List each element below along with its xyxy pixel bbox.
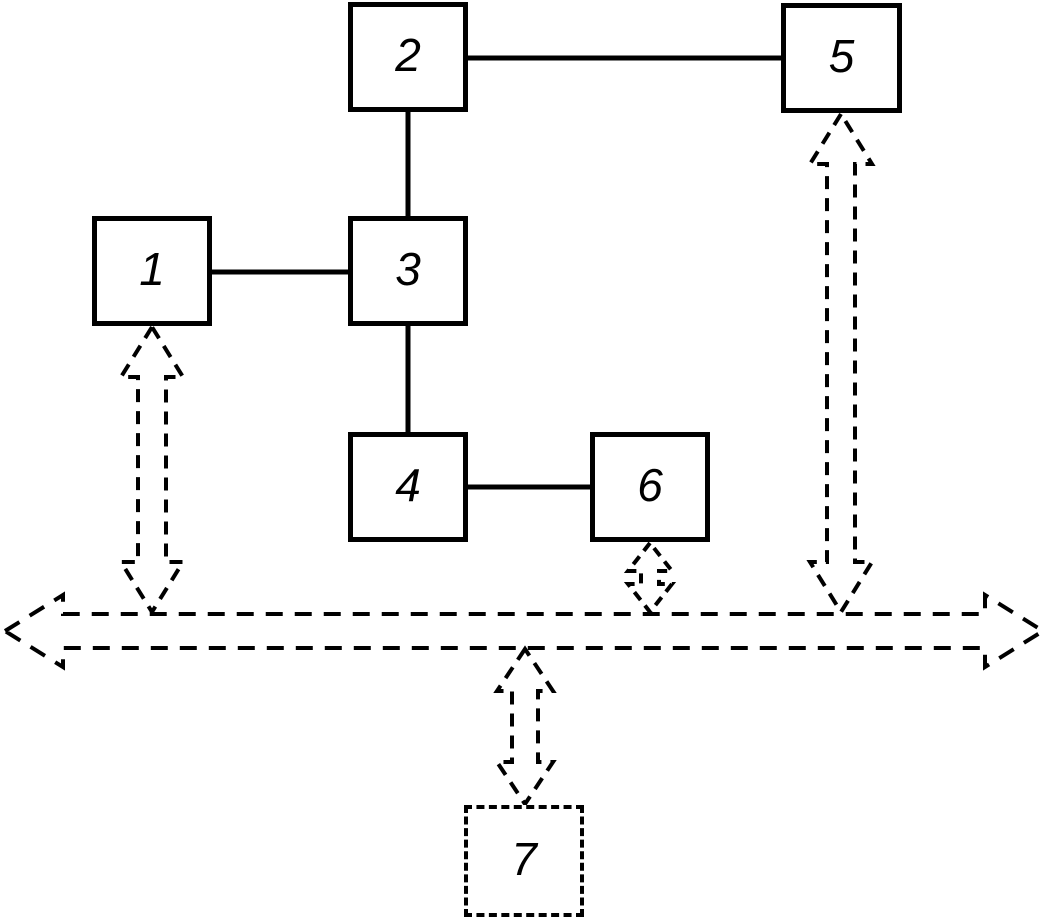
box-5: 5: [781, 3, 902, 113]
box-3-label: 3: [395, 243, 421, 295]
arrow-box1-bus: [117, 323, 187, 616]
box-7-label: 7: [511, 833, 537, 885]
box-1-label: 1: [139, 243, 165, 295]
box-5-label: 5: [828, 30, 855, 82]
box-2-label: 2: [395, 29, 421, 81]
box-4: 4: [348, 432, 468, 542]
box-6-label: 6: [637, 459, 663, 511]
bus-double-arrow: [1, 591, 1047, 671]
box-2: 2: [348, 2, 468, 112]
box-3: 3: [348, 216, 468, 326]
arrow-box5-bus: [806, 110, 876, 616]
box-7: 7: [464, 805, 584, 917]
box-6: 6: [590, 432, 710, 542]
arrow-bus-box7: [493, 645, 557, 808]
box-4-label: 4: [395, 459, 421, 511]
box-1: 1: [92, 216, 212, 326]
arrow-box6-bus: [623, 539, 677, 616]
